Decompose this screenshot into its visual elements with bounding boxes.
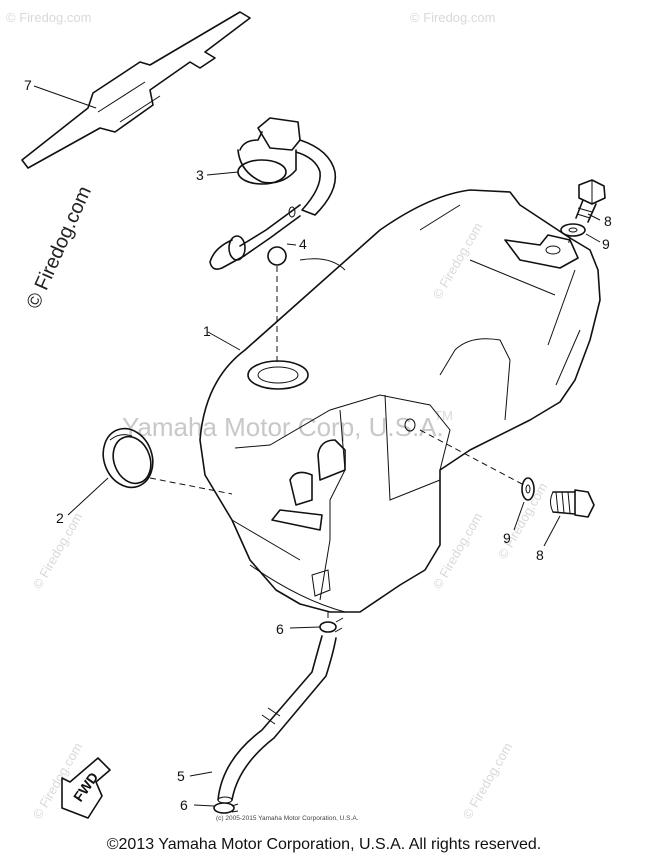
part-8-bolt-top [575,179,606,223]
watermark-repeat: © Firedog.com [30,740,86,822]
part-7-pad [21,11,251,169]
footer-copyright: ©2013 Yamaha Motor Corporation, U.S.A. A… [106,836,542,853]
callout-9-top: 9 [602,236,610,252]
watermark-repeat: © Firedog.com [6,10,91,25]
leader-lines [33,85,601,807]
part-9-washer-right [521,477,535,501]
callout-3: 3 [196,167,204,183]
callout-7: 7 [24,77,32,93]
callout-1: 1 [203,323,211,339]
part-5-hose [217,635,337,804]
watermark-repeat: © Firedog.com [430,220,486,302]
callout-9-right: 9 [503,530,511,546]
fwd-label: FWD [70,769,101,804]
watermark-repeat: © Firedog.com [410,10,495,25]
callout-2: 2 [56,510,64,526]
watermark-firedog: © Firedog.com [22,183,96,312]
watermark-tm: TM [434,408,453,423]
part-9-washer-top [560,223,586,237]
part-2-seal [102,427,154,489]
callout-4: 4 [299,236,307,252]
part-3-cap [209,117,337,270]
callout-8-top: 8 [604,213,612,229]
small-copyright: (c) 2005-2015 Yamaha Motor Corporation, … [216,815,359,822]
callout-8-right: 8 [536,547,544,563]
part-6-clip-bottom [213,802,239,814]
callout-labels: 7 3 4 1 2 6 5 6 8 9 9 8 [24,77,612,813]
part-8-bolt-right [550,489,595,518]
watermark-repeat: © Firedog.com [430,510,486,592]
part-4-ball [267,246,287,266]
callout-5: 5 [177,768,185,784]
part-6-clip-top [319,617,344,633]
watermark-layer: © Firedog.com © Firedog.com © Firedog.co… [6,10,550,822]
part-1-tank [199,189,601,613]
callout-6-bottom: 6 [180,797,188,813]
callout-6-top: 6 [276,621,284,637]
watermark-repeat: © Firedog.com [460,740,516,822]
